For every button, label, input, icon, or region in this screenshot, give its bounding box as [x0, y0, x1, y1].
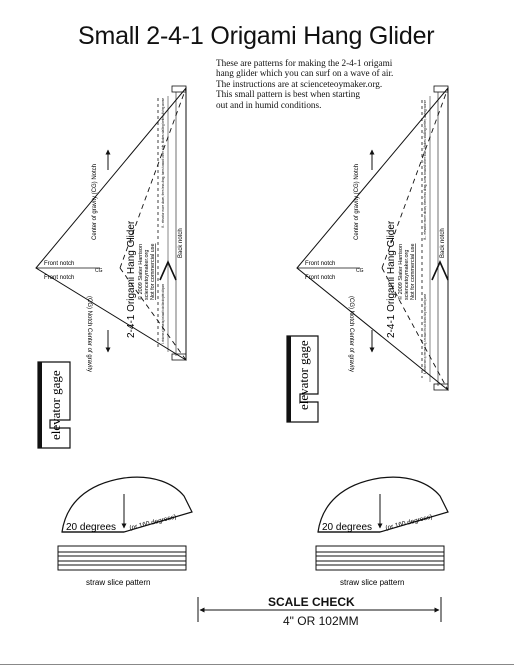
- angle-sublabel: (or 160 degrees): [129, 514, 177, 532]
- glider-commercial: Not for commercial use: [410, 243, 416, 300]
- straw-slice-right: straw slice pattern: [315, 545, 445, 587]
- angle-gage-right: 20 degrees (or 160 degrees): [317, 476, 449, 533]
- angle-label: 20 degrees: [66, 522, 116, 533]
- scale-check-bar: [197, 597, 442, 622]
- straw-slice-left: straw slice pattern: [57, 545, 187, 587]
- page-bottom-rule: [0, 664, 514, 665]
- glider-copyright: © 2009 Slater Harrison: [137, 244, 144, 300]
- intro-line: This small pattern is best when starting: [216, 89, 360, 100]
- wing-tip: [433, 85, 449, 93]
- back-notch-mark: [431, 260, 449, 281]
- back-notch-label: Back notch: [178, 228, 184, 258]
- front-notch-label: Front notch: [44, 261, 74, 267]
- front-notch-label: Front notch: [305, 275, 335, 281]
- back-notch-label: Back notch: [440, 228, 446, 258]
- angle-sublabel: (or 160 degrees): [385, 514, 433, 532]
- elevator-note: If... elevator more up, then more drag, …: [161, 284, 165, 344]
- wing-tip: [171, 353, 187, 361]
- scale-check-size: 4" OR 102MM: [283, 614, 359, 628]
- intro-line: The instructions are at scienceteoymaker…: [216, 78, 383, 89]
- cg-notch-label: Center of gravity (CG) Notch: [92, 164, 98, 240]
- glider-pattern-left: Front notch Front notch CG Center of gra…: [35, 85, 187, 372]
- intro-line: hang glider which you can surf on a wave…: [216, 68, 394, 79]
- cg-notch-label: (CG) Notch Center of gravity: [348, 296, 354, 372]
- scale-check-title: SCALE CHECK: [268, 595, 355, 609]
- glider-site: sciencetoymaker.org: [404, 250, 410, 300]
- glider-name: 2-4-1 Origami Hang Glider: [386, 220, 397, 338]
- glider-name: 2-4-1 Origami Hang Glider: [126, 220, 137, 338]
- elevator-gage-left: elevator gage: [37, 361, 71, 449]
- intro-line: out and in humid conditions.: [216, 99, 322, 110]
- straw-label: straw slice pattern: [86, 578, 150, 587]
- cg-mark: CG: [356, 268, 364, 274]
- elevator-note: If... elevator more down, then less drag…: [161, 98, 165, 228]
- dashed-fold: [381, 87, 449, 269]
- glider-copyright: © 2009 Slater Harrison: [397, 244, 404, 300]
- elevator-gage-right: elevator gage: [286, 335, 319, 423]
- intro-text: These are patterns for making the 2-4-1 …: [216, 58, 441, 110]
- glider-site: sciencetoymaker.org: [144, 250, 150, 300]
- page-title: Small 2-4-1 Origami Hang Glider: [78, 22, 435, 50]
- dashed-fold: [119, 267, 187, 361]
- glider-pattern-right: Front notch Front notch CG Center of gra…: [296, 85, 449, 392]
- back-notch-mark: [159, 260, 177, 281]
- front-notch-label: Front notch: [305, 261, 335, 267]
- elevator-note: If... elevator more up, then more drag, …: [423, 294, 427, 374]
- elevator-gage-label: elevator gage: [296, 340, 311, 410]
- glider-outline: [296, 86, 449, 392]
- angle-gage-left: 20 degrees (or 160 degrees): [61, 476, 193, 533]
- front-notch-label: Front notch: [44, 275, 74, 281]
- glider-outline: [35, 86, 187, 361]
- angle-label: 20 degrees: [322, 522, 372, 533]
- intro-line: These are patterns for making the 2-4-1 …: [216, 58, 393, 68]
- cg-notch-label: (CG) Notch Center of gravity: [86, 296, 92, 372]
- elevator-gage-label: elevator gage: [48, 370, 63, 440]
- wing-tip: [433, 383, 449, 391]
- wing-tip: [171, 85, 187, 93]
- cg-notch-label: Center of gravity (CG) Notch: [354, 164, 360, 240]
- straw-label: straw slice pattern: [340, 578, 404, 587]
- elevator-note: If... elevator more down, then less drag…: [423, 100, 427, 240]
- dashed-fold: [119, 87, 187, 269]
- glider-commercial: Not for commercial use: [150, 243, 156, 300]
- cg-mark: CG: [95, 268, 103, 274]
